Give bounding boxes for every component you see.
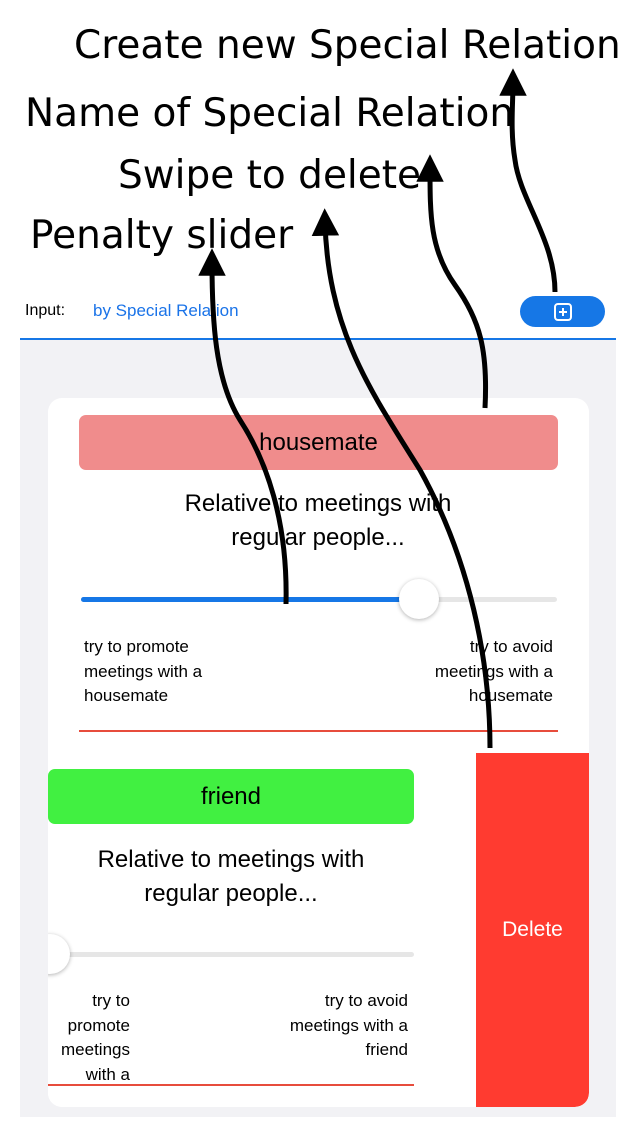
relation-card-housemate: housemate Relative to meetings with regu… bbox=[48, 398, 589, 753]
swipeable-row[interactable]: friend Relative to meetings with regular… bbox=[48, 753, 558, 1107]
arrow-create-new bbox=[499, 68, 558, 293]
promote-hint: try to promote meetings with a bbox=[61, 991, 130, 1084]
relation-name-field[interactable]: housemate bbox=[79, 415, 558, 470]
relation-name-field[interactable]: friend bbox=[48, 769, 414, 824]
relation-description: Relative to meetings with regular people… bbox=[184, 490, 452, 551]
annotation-penalty-slider: Penalty slider bbox=[30, 213, 294, 258]
penalty-slider-thumb[interactable] bbox=[398, 579, 439, 619]
input-mode-selector[interactable]: by Special Relation bbox=[93, 301, 239, 320]
relation-description: Relative to meetings with regular people… bbox=[97, 846, 365, 907]
relation-card-friend[interactable]: friend Relative to meetings with regular… bbox=[48, 753, 589, 1107]
annotation-name-of-relation: Name of Special Relation bbox=[25, 91, 515, 136]
header-divider bbox=[20, 338, 616, 340]
relation-name-text: friend bbox=[200, 782, 262, 810]
annotation-swipe-to-delete: Swipe to delete bbox=[118, 153, 422, 198]
card-separator bbox=[79, 730, 558, 732]
promote-hint: try to promote meetings with a housemate bbox=[84, 637, 203, 705]
avoid-hint: try to avoid meetings with a friend bbox=[289, 991, 408, 1059]
card-separator bbox=[48, 1084, 414, 1086]
relation-name-text: housemate bbox=[259, 428, 378, 456]
penalty-slider-fill bbox=[81, 597, 419, 602]
avoid-hint: try to avoid meetings with a housemate bbox=[434, 637, 553, 705]
penalty-slider-thumb[interactable] bbox=[48, 934, 70, 974]
input-label: Input: bbox=[25, 302, 66, 319]
penalty-slider[interactable] bbox=[50, 952, 414, 957]
plus-square-icon bbox=[553, 302, 572, 321]
delete-button[interactable]: Delete bbox=[476, 753, 589, 1107]
add-relation-button[interactable] bbox=[520, 296, 605, 327]
penalty-slider[interactable] bbox=[81, 597, 557, 602]
annotation-create-new: Create new Special Relation bbox=[74, 23, 621, 68]
